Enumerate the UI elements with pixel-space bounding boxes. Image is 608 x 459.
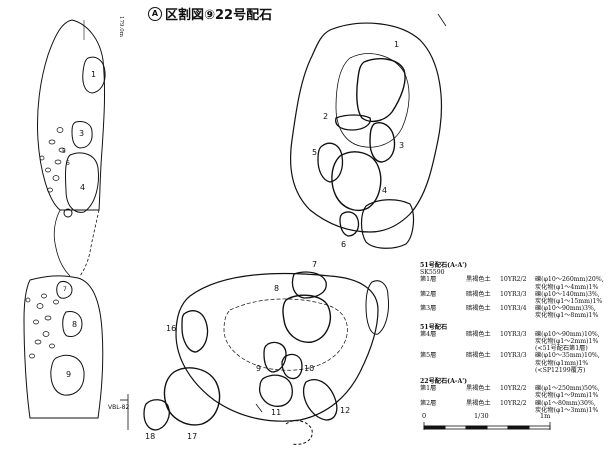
scale-end: 1m	[540, 412, 551, 420]
left-section-upper	[37, 19, 106, 211]
legend-row-cont: 炭化物(φ1〜3mm)1%	[535, 406, 599, 414]
legend-row-cont: (<51号配石第1層)	[535, 345, 588, 353]
north-arrow-letter: A	[151, 9, 159, 18]
stone-3	[369, 122, 396, 163]
scale-labels: 0 1/30 1m	[420, 412, 550, 442]
legend-row: 第5層 暗褐色土 10YR3/3 礫(φ10〜35mm)10%,	[420, 352, 600, 360]
strip-stone-1	[82, 56, 106, 94]
legend-header-22: 22号配石(A-A')	[420, 378, 468, 386]
label-stone-3: 3	[399, 141, 405, 150]
label-stone-11: 11	[271, 408, 282, 417]
strip-label-9: 9	[66, 370, 72, 379]
stone-9	[263, 341, 287, 373]
label-stone-6: 6	[341, 240, 347, 249]
strip-stone-3	[71, 121, 93, 149]
strip-label-6: 6	[66, 160, 70, 167]
legend-row: 第4層 暗褐色土 10YR3/3 礫(φ10〜90mm)10%,	[420, 330, 600, 338]
stone-8	[282, 294, 331, 343]
legend-row: 第3層 暗褐色土 10YR3/4 礫(φ10〜90mm)3%,	[420, 305, 596, 313]
label-stone-18: 18	[145, 432, 156, 441]
stone-4a	[331, 151, 382, 212]
legend-row-cont: 炭化物(φ1〜2mm)1%	[535, 338, 599, 346]
label-stone-16: 16	[166, 324, 177, 333]
stratigraphy-legend: 51号配石(A-A') SK5590 第1層 黒褐色土 10YR2/2 礫(φ1…	[420, 262, 606, 414]
strip-stone-8	[62, 311, 83, 337]
legend-header-51a: 51号配石(A-A')	[420, 262, 468, 269]
legend-row: 第2層 暗褐色土 10YR3/3 礫(φ10〜140mm)3%,	[420, 290, 600, 298]
stone-2	[335, 114, 371, 131]
legend-subheader-sk5590: SK5590	[420, 269, 445, 277]
scale-ratio: 1/30	[474, 412, 489, 420]
lower-inner	[223, 298, 348, 371]
legend-row: 第1層 黒褐色土 10YR2/2 礫(φ10〜260mm)20%,	[420, 276, 604, 284]
stone-1	[356, 58, 406, 123]
legend-row-cont: 炭化物(φ1〜8mm)1%	[535, 312, 599, 320]
stone-17	[163, 367, 221, 426]
figure-title: A 区割図⑨22号配石	[148, 4, 272, 23]
stone-10	[281, 353, 303, 380]
legend-row: 第1層 黒褐色土 10YR2/2 礫(φ1〜250mm)50%,	[420, 385, 600, 393]
strip-label-8: 8	[72, 320, 78, 329]
left-section-connector	[53, 209, 71, 277]
pit-outline-outer	[289, 22, 443, 233]
strip-stone-9	[50, 354, 85, 396]
label-stone-17: 17	[187, 432, 198, 441]
label-stone-1: 1	[394, 40, 400, 49]
label-stone-5: 5	[312, 148, 318, 157]
label-stone-2: 2	[323, 112, 329, 121]
left-section-lower	[23, 275, 104, 419]
stone-6	[339, 211, 360, 237]
legend-row-cont: 炭化物(φ1〜4mm)1%	[535, 283, 599, 291]
strip-stone-7	[56, 281, 73, 299]
pit-outline-inner	[335, 53, 410, 148]
stone-right-edge	[365, 280, 389, 335]
stone-11	[258, 374, 293, 407]
legend-row-cont: 炭化物(φ1〜9mm)1%	[535, 392, 599, 400]
left-section-connector-2	[79, 209, 100, 277]
stone-16	[181, 310, 209, 353]
label-stone-4: 4	[382, 186, 388, 195]
stone-18	[143, 399, 170, 431]
scale-bar	[423, 422, 551, 430]
stone-7	[291, 271, 327, 299]
strip-label-3: 3	[79, 129, 85, 138]
scale-start: 0	[422, 412, 427, 420]
north-arrow-icon: A	[148, 6, 162, 21]
stone-5	[317, 142, 344, 183]
strip-label-1: 1	[91, 70, 97, 79]
label-stone-9: 9	[256, 364, 262, 373]
legend-row-cont: 炭化物(φ1〜15mm)1%	[535, 298, 603, 306]
strip-label-4: 4	[80, 183, 86, 192]
label-stone-7: 7	[312, 260, 318, 269]
strip-stone-4	[65, 152, 99, 213]
strip-label-7: 7	[63, 286, 67, 293]
label-stone-10: 10	[304, 364, 315, 373]
legend-row-cont: (<SP12199覆方)	[535, 366, 586, 374]
lower-outline	[175, 272, 379, 422]
stone-dashed	[285, 420, 313, 445]
elevation-label: 179.0m	[118, 16, 124, 37]
figure-title-text: 区割図⑨22号配石	[165, 8, 273, 23]
stone-4b	[360, 199, 415, 249]
label-stone-12: 12	[340, 406, 351, 415]
legend-row-cont: 炭化物(φ1mm)1%	[535, 359, 589, 367]
stone-12	[302, 379, 338, 421]
legend-header-51: 51号配石	[420, 323, 448, 331]
vbl-mark: VBL-82	[108, 404, 130, 411]
label-stone-8: 8	[274, 284, 280, 293]
legend-row: 第2層 黒褐色土 10YR2/2 礫(φ1〜80mm)30%,	[420, 399, 596, 407]
strip-label-5: 5	[62, 148, 66, 155]
